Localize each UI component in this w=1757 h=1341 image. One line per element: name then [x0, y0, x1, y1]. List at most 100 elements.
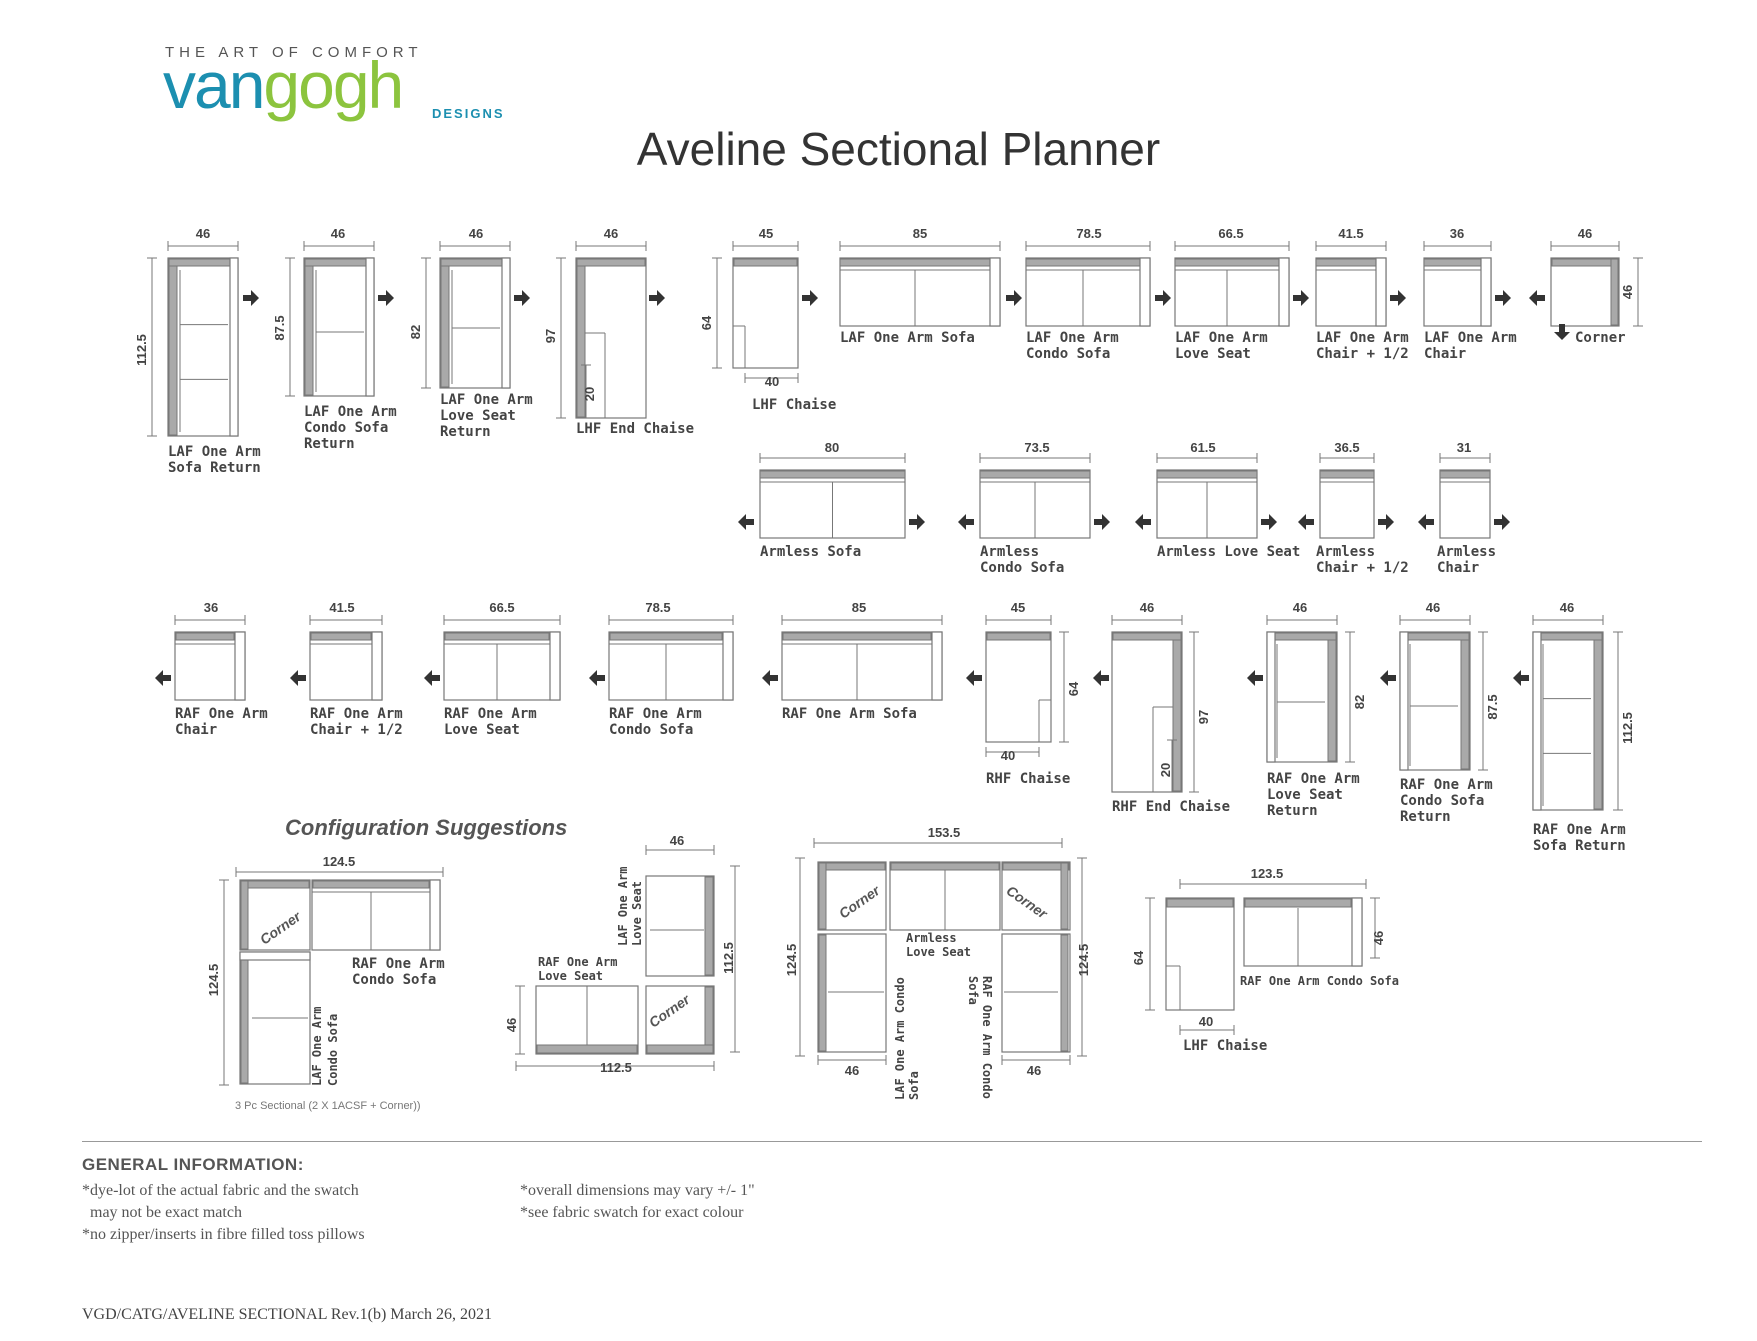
arm: [1375, 257, 1387, 327]
label-laf-condo-return-2: Condo Sofa: [304, 420, 388, 436]
dim-laf-condo-w: 78.5: [1076, 226, 1101, 241]
label-armless-chair-half-1: Armless: [1316, 544, 1375, 560]
arm: [1532, 631, 1542, 811]
label-armless-love: Armless Love Seat: [1157, 544, 1300, 560]
arrow-right-icon: [514, 290, 530, 306]
config-title: Configuration Suggestions: [285, 815, 568, 840]
c1-raf-label-2: Condo Sofa: [352, 972, 436, 988]
corner-outline: [1001, 861, 1071, 931]
label-raf-condo-1: RAF One Arm: [609, 706, 702, 722]
arrow-left-icon: [966, 670, 982, 686]
arm: [1139, 257, 1151, 327]
arm: [722, 631, 734, 701]
piece-outline: [303, 257, 375, 397]
c4-raf-label: RAF One Arm Condo Sofa: [1240, 974, 1399, 988]
back-cushion: [1156, 470, 1258, 479]
dim-laf-sofa-w: 85: [913, 226, 927, 241]
back-cushion: [1172, 632, 1182, 792]
label-laf-chair-1: LAF One Arm: [1424, 330, 1517, 346]
arrow-right-icon: [1155, 290, 1171, 306]
dim-c4-w: 123.5: [1251, 866, 1284, 881]
back-cushion: [240, 880, 310, 889]
arrow-right-icon: [1495, 290, 1511, 306]
chaise-outline: [1165, 897, 1235, 1011]
arm: [1480, 257, 1492, 327]
dim-laf-love-w: 66.5: [1218, 226, 1243, 241]
dim-raf-love-return-w: 46: [1293, 600, 1307, 615]
label-raf-chair-1: RAF One Arm: [175, 706, 268, 722]
dim-lhf-end-chaise-h: 97: [543, 329, 558, 343]
dim-corner-w: 46: [1578, 226, 1592, 241]
piece-outline: [839, 257, 1001, 327]
dim-laf-sofa-return-w: 46: [196, 226, 210, 241]
dim-raf-love-return-h: 82: [1352, 695, 1367, 709]
label-lhf-end-chaise: LHF End Chaise: [576, 421, 694, 437]
label-raf-love-return-1: RAF One Arm: [1267, 771, 1360, 787]
back-cushion: [312, 880, 430, 889]
arm: [1399, 631, 1409, 771]
arrow-right-icon: [1006, 290, 1022, 306]
dim-lhf-end-chaise-d: 20: [582, 387, 597, 401]
arrow-right-icon: [1094, 514, 1110, 530]
piece-outline: [781, 631, 943, 701]
label-laf-condo-2: Condo Sofa: [1026, 346, 1110, 362]
chaise-outline: [575, 257, 647, 419]
label-raf-chair-half-1: RAF One Arm: [310, 706, 403, 722]
back-cushion: [979, 470, 1091, 479]
label-raf-sofa-return-2: Sofa Return: [1533, 838, 1626, 854]
c3-armless-label-2: Love Seat: [906, 945, 971, 959]
back-cushion: [1327, 632, 1337, 762]
label-armless-chair-half-2: Chair + 1/2: [1316, 560, 1409, 576]
general-info-line: may not be exact match: [82, 1204, 242, 1221]
dim-c3-h-right: 124.5: [1076, 944, 1091, 977]
back-cushion: [839, 258, 991, 267]
dim-c4-d: 40: [1199, 1014, 1213, 1029]
dim-c3-w-right: 46: [1027, 1063, 1041, 1078]
label-laf-condo-1: LAF One Arm: [1026, 330, 1119, 346]
dim-raf-chair-half-w: 41.5: [329, 600, 354, 615]
arrow-right-icon: [909, 514, 925, 530]
back-cushion: [1060, 934, 1069, 1052]
arrow-left-icon: [958, 514, 974, 530]
arm: [429, 879, 441, 951]
back-cushion: [576, 258, 646, 267]
arrow-left-icon: [1093, 670, 1109, 686]
arrow-left-icon: [155, 670, 171, 686]
dim-raf-chair-w: 36: [204, 600, 218, 615]
arrow-left-icon: [589, 670, 605, 686]
label-laf-love-return-1: LAF One Arm: [440, 392, 533, 408]
c3-raf-label-1: RAF One Arm Condo: [980, 976, 994, 1099]
arrow-left-icon: [424, 670, 440, 686]
piece-outline: [439, 257, 511, 389]
arrow-down-icon: [1554, 324, 1570, 340]
c3-laf-label-1: LAF One Arm Condo: [893, 977, 907, 1100]
dim-armless-sofa-w: 80: [825, 440, 839, 455]
corner-outline: [1550, 257, 1620, 327]
arrow-left-icon: [1135, 514, 1151, 530]
logo-van: van: [163, 48, 265, 122]
arrow-left-icon: [762, 670, 778, 686]
divider: [82, 1141, 1702, 1142]
dim-c2-w-bottom: 112.5: [600, 1060, 632, 1075]
piece-outline: [1243, 897, 1363, 967]
brand-logo: vangogh: [163, 52, 404, 118]
footer-revision: VGD/CATG/AVELINE SECTIONAL Rev.1(b) Marc…: [82, 1306, 493, 1323]
dim-corner-h: 46: [1620, 285, 1635, 299]
dim-c3-w-left: 46: [845, 1063, 859, 1078]
arm: [549, 631, 561, 701]
dim-laf-condo-return-w: 46: [331, 226, 345, 241]
c1-laf-label-1: LAF One Arm: [310, 1007, 324, 1086]
piece-outline: [167, 257, 239, 437]
label-raf-love-return-2: Love Seat: [1267, 787, 1343, 803]
dim-rhf-chaise-d: 40: [1001, 748, 1015, 763]
c1-raf-label-1: RAF One Arm: [352, 956, 445, 972]
arm: [989, 257, 1001, 327]
back-cushion: [818, 862, 886, 871]
dim-rhf-chaise-w: 45: [1011, 600, 1025, 615]
label-raf-love-return-3: Return: [1267, 803, 1318, 819]
arm: [1278, 257, 1290, 327]
brand-designs: DESIGNS: [432, 106, 505, 121]
back-cushion: [444, 632, 550, 641]
back-cushion: [1174, 258, 1280, 267]
dim-laf-sofa-return-h: 112.5: [134, 334, 149, 366]
